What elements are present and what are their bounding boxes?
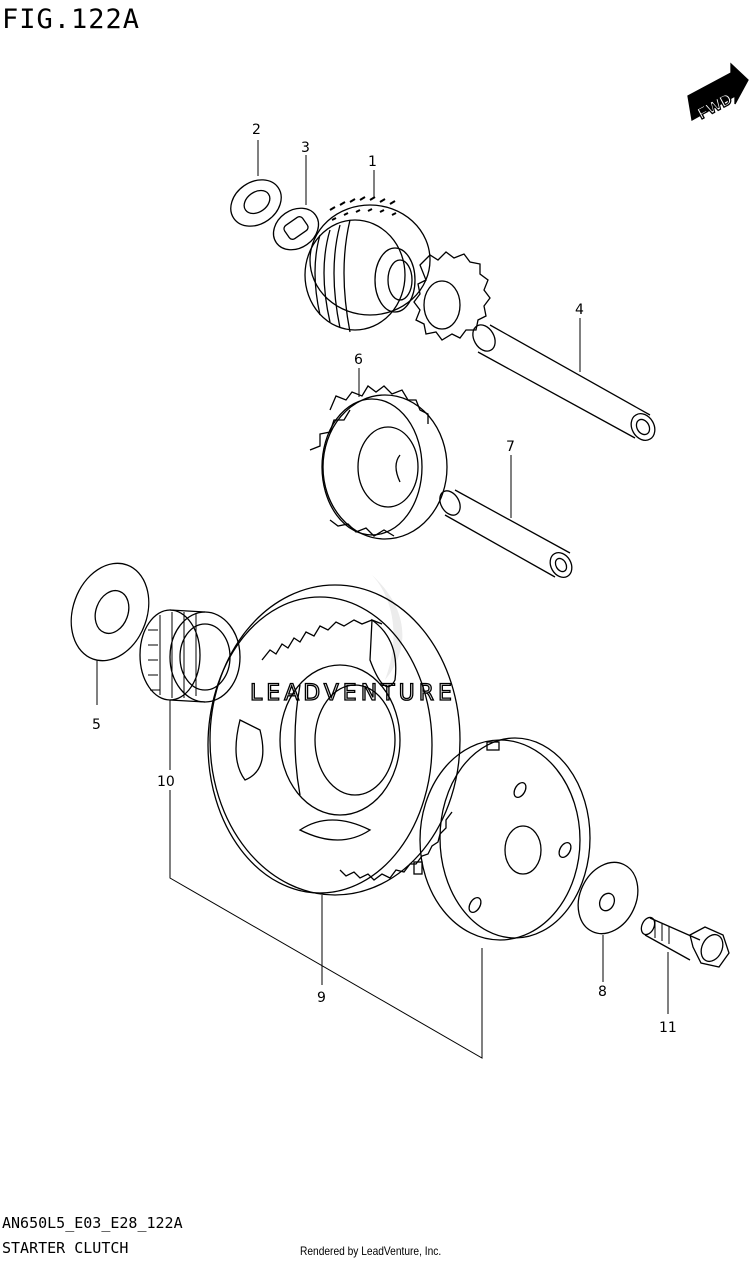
callout-8: 8 xyxy=(598,984,607,1000)
part-6-gear xyxy=(309,385,448,540)
callout-6: 6 xyxy=(354,352,363,368)
fwd-arrow-icon: FWD xyxy=(687,62,749,124)
callout-5: 5 xyxy=(92,717,101,733)
part-10-bearing xyxy=(139,609,241,703)
model-code: AN650L5_E03_E28_122A xyxy=(2,1214,183,1232)
part-7-shaft xyxy=(439,489,573,578)
starter-clutch-body xyxy=(413,737,591,941)
part-4-shaft xyxy=(472,324,656,441)
section-name: STARTER CLUTCH xyxy=(2,1239,129,1257)
leader-lines xyxy=(96,140,669,1059)
callout-7: 7 xyxy=(506,439,515,455)
part-9-driven-gear xyxy=(207,584,461,896)
rendered-by-credit: Rendered by LeadVenture, Inc. xyxy=(300,1244,442,1258)
callout-10: 10 xyxy=(157,774,175,790)
figure-title: FIG.122A xyxy=(2,4,141,35)
watermark: LEADVENTURE xyxy=(249,575,453,707)
callout-11: 11 xyxy=(659,1020,677,1036)
part-5-washer xyxy=(70,562,150,662)
part-2-washer xyxy=(230,179,282,227)
part-11-bolt xyxy=(640,916,730,968)
callout-4: 4 xyxy=(575,302,584,318)
part-8-washer xyxy=(577,861,639,935)
callout-1: 1 xyxy=(368,154,377,170)
callout-3: 3 xyxy=(301,140,310,156)
callout-2: 2 xyxy=(252,122,261,138)
callout-labels: 2 3 1 4 6 7 5 10 9 8 11 xyxy=(92,122,677,1036)
callout-9: 9 xyxy=(317,990,326,1006)
part-1-idle-gear xyxy=(304,196,491,341)
part-3-washer xyxy=(272,207,320,251)
